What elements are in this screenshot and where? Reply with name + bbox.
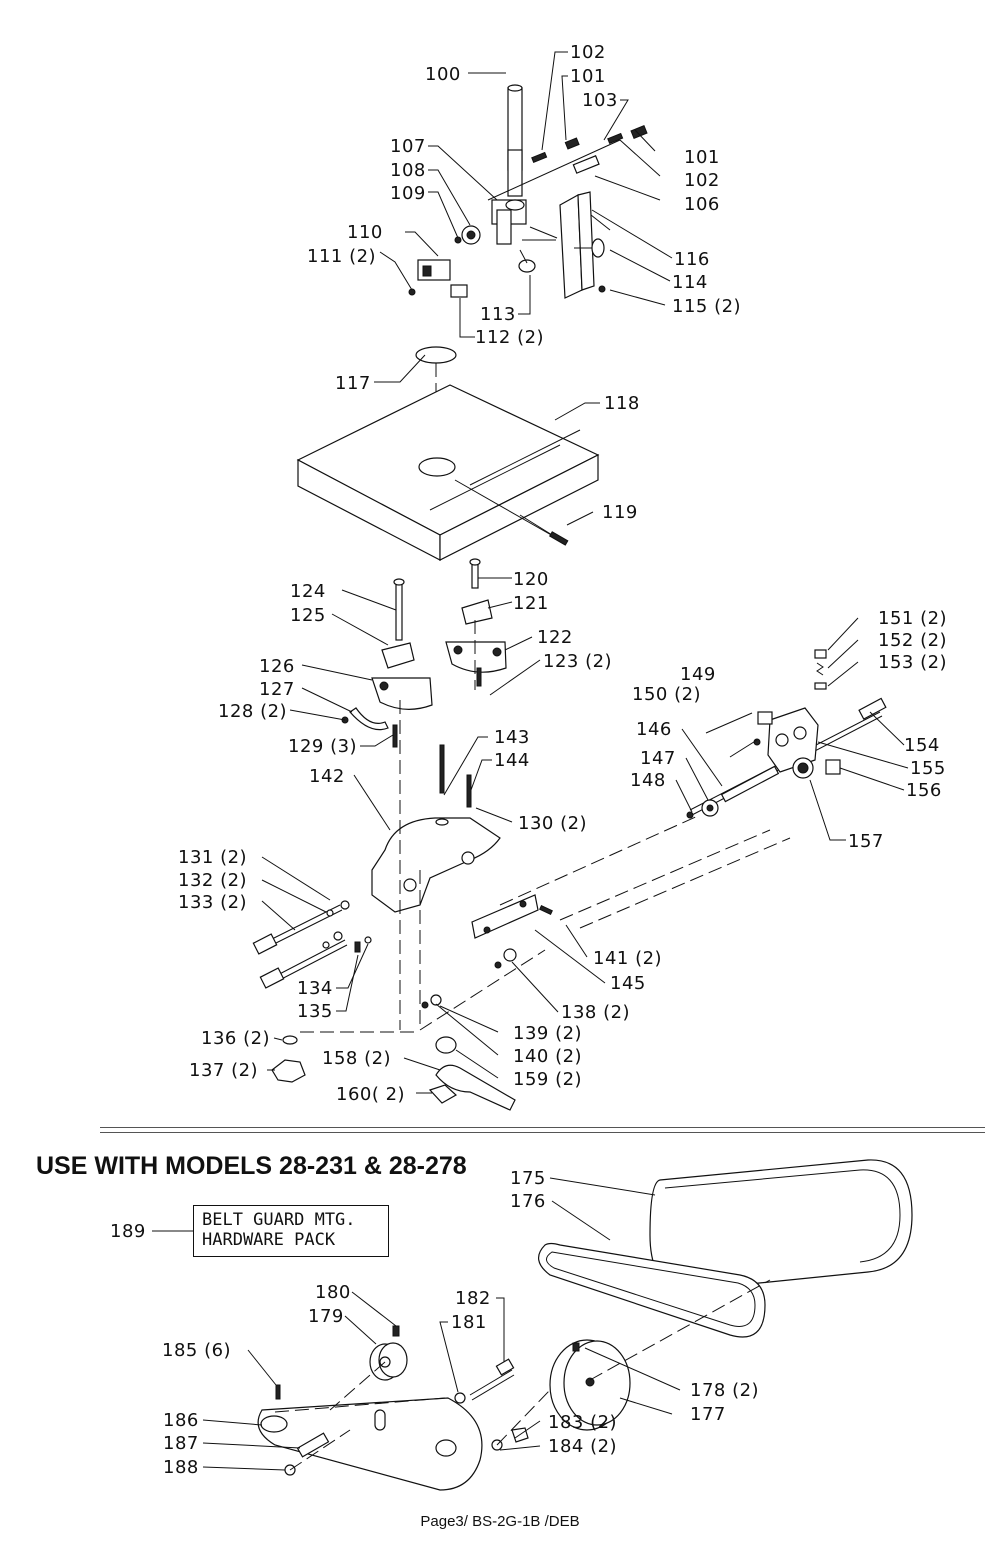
callout-176: 176 (510, 1191, 546, 1212)
callout-126: 126 (259, 656, 295, 677)
upper-guide-assembly (408, 84, 648, 299)
callout-141: 141 (2) (593, 948, 662, 969)
callout-175: 175 (510, 1168, 546, 1189)
callout-102: 102 (684, 170, 720, 191)
callout-159: 159 (2) (513, 1069, 582, 1090)
callout-114: 114 (672, 272, 708, 293)
callout-122: 122 (537, 627, 573, 648)
callout-128: 128 (2) (218, 701, 287, 722)
callout-124: 124 (290, 581, 326, 602)
callout-155: 155 (910, 758, 946, 779)
callout-183: 183 (2) (548, 1412, 617, 1433)
callout-151: 151 (2) (878, 608, 947, 629)
callout-113: 113 (480, 304, 516, 325)
callout-107: 107 (390, 136, 426, 157)
callout-146: 146 (636, 719, 672, 740)
callout-108: 108 (390, 160, 426, 181)
callout-120: 120 (513, 569, 549, 590)
callout-160: 160( 2) (336, 1084, 405, 1105)
callout-136: 136 (2) (201, 1028, 270, 1049)
callout-100: 100 (425, 64, 461, 85)
callout-112: 112 (2) (475, 327, 544, 348)
hardware-pack-box: BELT GUARD MTG. HARDWARE PACK (193, 1205, 389, 1257)
callout-119: 119 (602, 502, 638, 523)
callout-109: 109 (390, 183, 426, 204)
callout-140: 140 (2) (513, 1046, 582, 1067)
hardware-pack-line-1: BELT GUARD MTG. (202, 1210, 356, 1230)
callout-178: 178 (2) (690, 1380, 759, 1401)
callout-101: 101 (570, 66, 606, 87)
callout-leaders (152, 51, 909, 1471)
callout-137: 137 (2) (189, 1060, 258, 1081)
callout-102: 102 (570, 42, 606, 63)
callout-121: 121 (513, 593, 549, 614)
callout-150: 150 (2) (632, 684, 701, 705)
callout-132: 132 (2) (178, 870, 247, 891)
callout-117: 117 (335, 373, 371, 394)
callout-111: 111 (2) (307, 246, 376, 267)
callout-130: 130 (2) (518, 813, 587, 834)
callout-118: 118 (604, 393, 640, 414)
callout-142: 142 (309, 766, 345, 787)
table-assembly (296, 346, 600, 561)
models-heading: USE WITH MODELS 28-231 & 28-278 (36, 1152, 467, 1180)
page-footer: Page3/ BS-2G-1B /DEB (420, 1513, 580, 1530)
callout-145: 145 (610, 973, 646, 994)
callout-125: 125 (290, 605, 326, 626)
callout-156: 156 (906, 780, 942, 801)
callout-187: 187 (163, 1433, 199, 1454)
trunnion-assembly (252, 558, 791, 1111)
callout-186: 186 (163, 1410, 199, 1431)
callout-129: 129 (3) (288, 736, 357, 757)
callout-177: 177 (690, 1404, 726, 1425)
callout-153: 153 (2) (878, 652, 947, 673)
callout-154: 154 (904, 735, 940, 756)
callout-179: 179 (308, 1306, 344, 1327)
callout-143: 143 (494, 727, 530, 748)
callout-152: 152 (2) (878, 630, 947, 651)
callout-180: 180 (315, 1282, 351, 1303)
callout-149: 149 (680, 664, 716, 685)
callout-131: 131 (2) (178, 847, 247, 868)
callout-147: 147 (640, 748, 676, 769)
callout-135: 135 (297, 1001, 333, 1022)
callout-134: 134 (297, 978, 333, 999)
lower-guide-assembly (686, 649, 887, 819)
callout-148: 148 (630, 770, 666, 791)
callout-157: 157 (848, 831, 884, 852)
callout-184: 184 (2) (548, 1436, 617, 1457)
callout-185: 185 (6) (162, 1340, 231, 1361)
callout-189: 189 (110, 1221, 146, 1242)
callout-139: 139 (2) (513, 1023, 582, 1044)
callout-103: 103 (582, 90, 618, 111)
callout-110: 110 (347, 222, 383, 243)
section-divider (100, 1132, 985, 1133)
callout-133: 133 (2) (178, 892, 247, 913)
callout-115: 115 (2) (672, 296, 741, 317)
callout-182: 182 (455, 1288, 491, 1309)
callout-127: 127 (259, 679, 295, 700)
callout-138: 138 (2) (561, 1002, 630, 1023)
callout-158: 158 (2) (322, 1048, 391, 1069)
callout-106: 106 (684, 194, 720, 215)
callout-144: 144 (494, 750, 530, 771)
callout-123: 123 (2) (543, 651, 612, 672)
callout-labels: 100 102 101 103 101 102 106 107 108 109 … (110, 42, 947, 1478)
belt-guard-assembly (257, 1159, 913, 1491)
callout-101: 101 (684, 147, 720, 168)
callout-181: 181 (451, 1312, 487, 1333)
callout-116: 116 (674, 249, 710, 270)
section-divider (100, 1127, 985, 1128)
callout-188: 188 (163, 1457, 199, 1478)
hardware-pack-line-2: HARDWARE PACK (202, 1230, 336, 1250)
